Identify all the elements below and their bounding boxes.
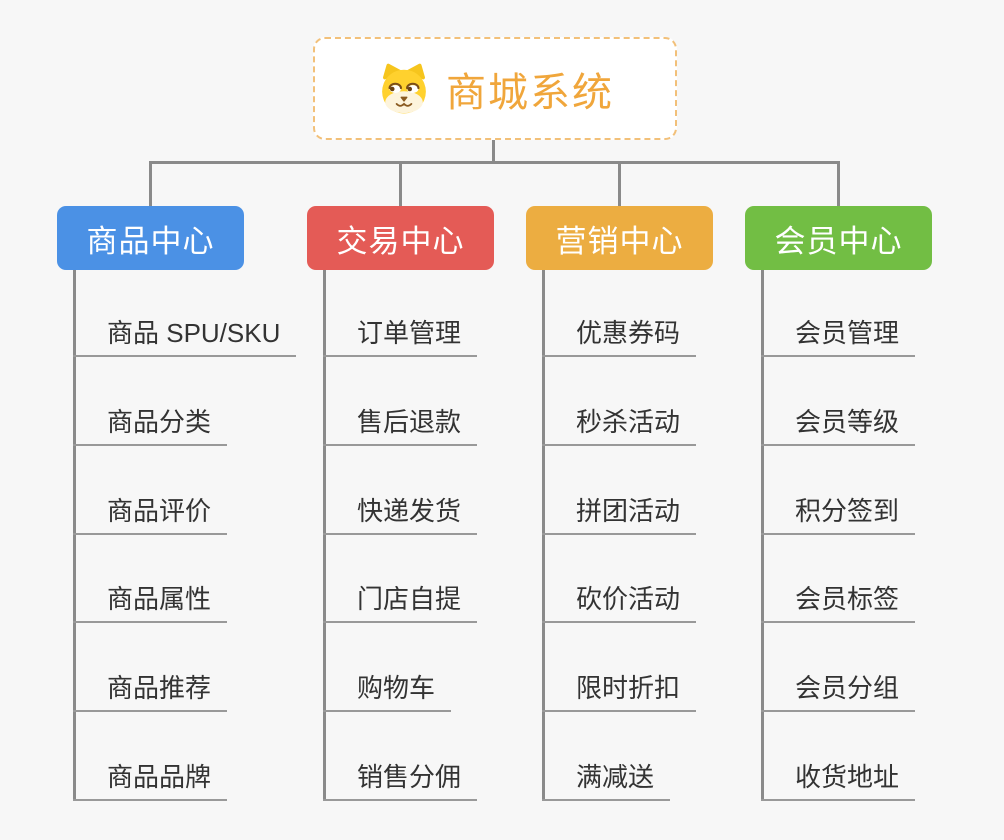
child-item[interactable]: 会员标签 — [761, 581, 916, 624]
child-item[interactable]: 会员管理 — [761, 315, 916, 357]
branch-column-1: 商品中心 商品 SPU/SKU 商品分类商品评价商品属性商品推荐商品品牌 — [57, 161, 297, 801]
child-item[interactable]: 销售分佣 — [323, 759, 478, 801]
branch-bus-connector — [149, 161, 840, 164]
child-item[interactable]: 会员分组 — [761, 670, 916, 713]
branch-trunk-connector — [542, 270, 545, 801]
child-item[interactable]: 快递发货 — [323, 493, 478, 535]
child-item[interactable]: 秒杀活动 — [542, 404, 697, 446]
child-item[interactable]: 会员等级 — [761, 404, 916, 446]
child-item[interactable]: 商品属性 — [73, 581, 228, 624]
child-item[interactable]: 订单管理 — [323, 315, 478, 357]
branch-column-2: 交易中心 订单管理售后退款快递发货门店自提购物车销售分佣 — [307, 161, 494, 801]
child-item[interactable]: 积分签到 — [761, 493, 916, 535]
child-item[interactable]: 商品 SPU/SKU — [73, 315, 297, 357]
branch-trunk-connector — [73, 270, 76, 801]
branch-node[interactable]: 营销中心 — [526, 206, 713, 270]
child-item[interactable]: 商品分类 — [73, 404, 228, 446]
branch-node[interactable]: 商品中心 — [57, 206, 244, 270]
branch-drop-connector — [618, 161, 621, 206]
branch-column-3: 营销中心 优惠券码秒杀活动拼团活动砍价活动限时折扣满减送 — [526, 161, 713, 801]
branch-label: 商品中心 — [86, 223, 215, 259]
child-item[interactable]: 限时折扣 — [542, 670, 697, 713]
child-item[interactable]: 商品品牌 — [73, 759, 228, 801]
child-item[interactable]: 收货地址 — [761, 759, 916, 801]
branch-trunk-connector — [323, 270, 326, 801]
branch-label: 交易中心 — [336, 223, 465, 259]
root-stem-connector — [492, 140, 495, 164]
child-item[interactable]: 商品评价 — [73, 493, 228, 535]
child-item[interactable]: 售后退款 — [323, 404, 478, 446]
branch-label: 会员中心 — [774, 223, 903, 259]
child-item[interactable]: 砍价活动 — [542, 581, 697, 624]
child-item[interactable]: 商品推荐 — [73, 670, 228, 713]
branch-trunk-connector — [761, 270, 764, 801]
branch-label: 营销中心 — [555, 223, 684, 259]
branch-node[interactable]: 会员中心 — [745, 206, 932, 270]
branch-drop-connector — [399, 161, 402, 206]
branch-drop-connector — [149, 161, 152, 206]
branch-drop-connector — [837, 161, 840, 206]
branch-node[interactable]: 交易中心 — [307, 206, 494, 270]
child-item[interactable]: 拼团活动 — [542, 493, 697, 535]
root-node[interactable]: 商城系统 — [313, 37, 677, 140]
child-item[interactable]: 门店自提 — [323, 581, 478, 624]
child-item[interactable]: 优惠券码 — [542, 315, 697, 357]
root-title: 商城系统 — [446, 70, 614, 115]
branch-column-4: 会员中心 会员管理会员等级积分签到会员标签会员分组收货地址 — [745, 161, 932, 801]
child-item[interactable]: 购物车 — [323, 670, 452, 713]
doge-icon — [382, 63, 426, 113]
child-item[interactable]: 满减送 — [542, 759, 671, 801]
